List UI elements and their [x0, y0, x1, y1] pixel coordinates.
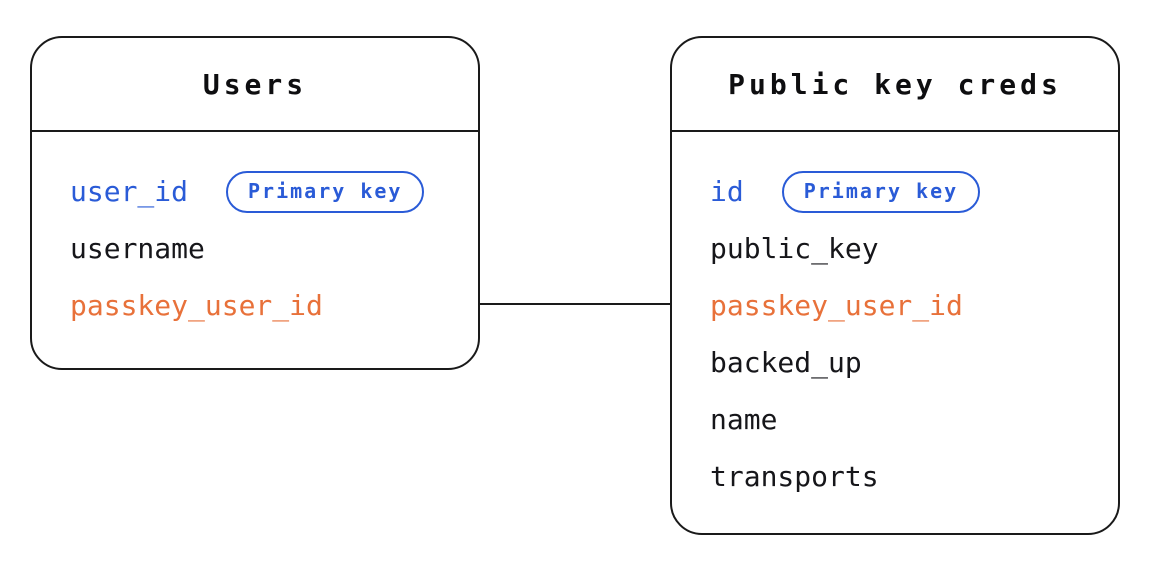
field-user-id: user_id — [70, 175, 189, 208]
field-row-id: id Primary key — [710, 163, 1118, 220]
field-row-passkey-user-id: passkey_user_id — [70, 277, 478, 334]
field-row-name: name — [710, 391, 1118, 448]
field-transports: transports — [710, 460, 879, 493]
field-row-passkey-user-id: passkey_user_id — [710, 277, 1118, 334]
public-key-creds-table-header: Public key creds — [672, 38, 1118, 132]
field-row-username: username — [70, 220, 478, 277]
public-key-creds-table-card: Public key creds id Primary key public_k… — [670, 36, 1120, 535]
public-key-creds-table-fields: id Primary key public_key passkey_user_i… — [672, 132, 1118, 505]
relationship-line-users-to-public-key-creds — [480, 303, 670, 305]
field-public-key: public_key — [710, 232, 879, 265]
field-username: username — [70, 232, 205, 265]
field-row-transports: transports — [710, 448, 1118, 505]
field-row-public-key: public_key — [710, 220, 1118, 277]
field-row-user-id: user_id Primary key — [70, 163, 478, 220]
users-table-card: Users user_id Primary key username passk… — [30, 36, 480, 370]
field-id: id — [710, 175, 744, 208]
field-passkey-user-id: passkey_user_id — [710, 289, 963, 322]
primary-key-badge: Primary key — [226, 170, 425, 213]
public-key-creds-table-title: Public key creds — [728, 67, 1062, 101]
field-row-backed-up: backed_up — [710, 334, 1118, 391]
field-backed-up: backed_up — [710, 346, 862, 379]
primary-key-badge: Primary key — [781, 170, 981, 213]
users-table-fields: user_id Primary key username passkey_use… — [32, 132, 478, 334]
users-table-header: Users — [32, 38, 478, 132]
field-passkey-user-id: passkey_user_id — [70, 289, 323, 322]
users-table-title: Users — [202, 67, 308, 101]
field-name: name — [710, 403, 778, 436]
